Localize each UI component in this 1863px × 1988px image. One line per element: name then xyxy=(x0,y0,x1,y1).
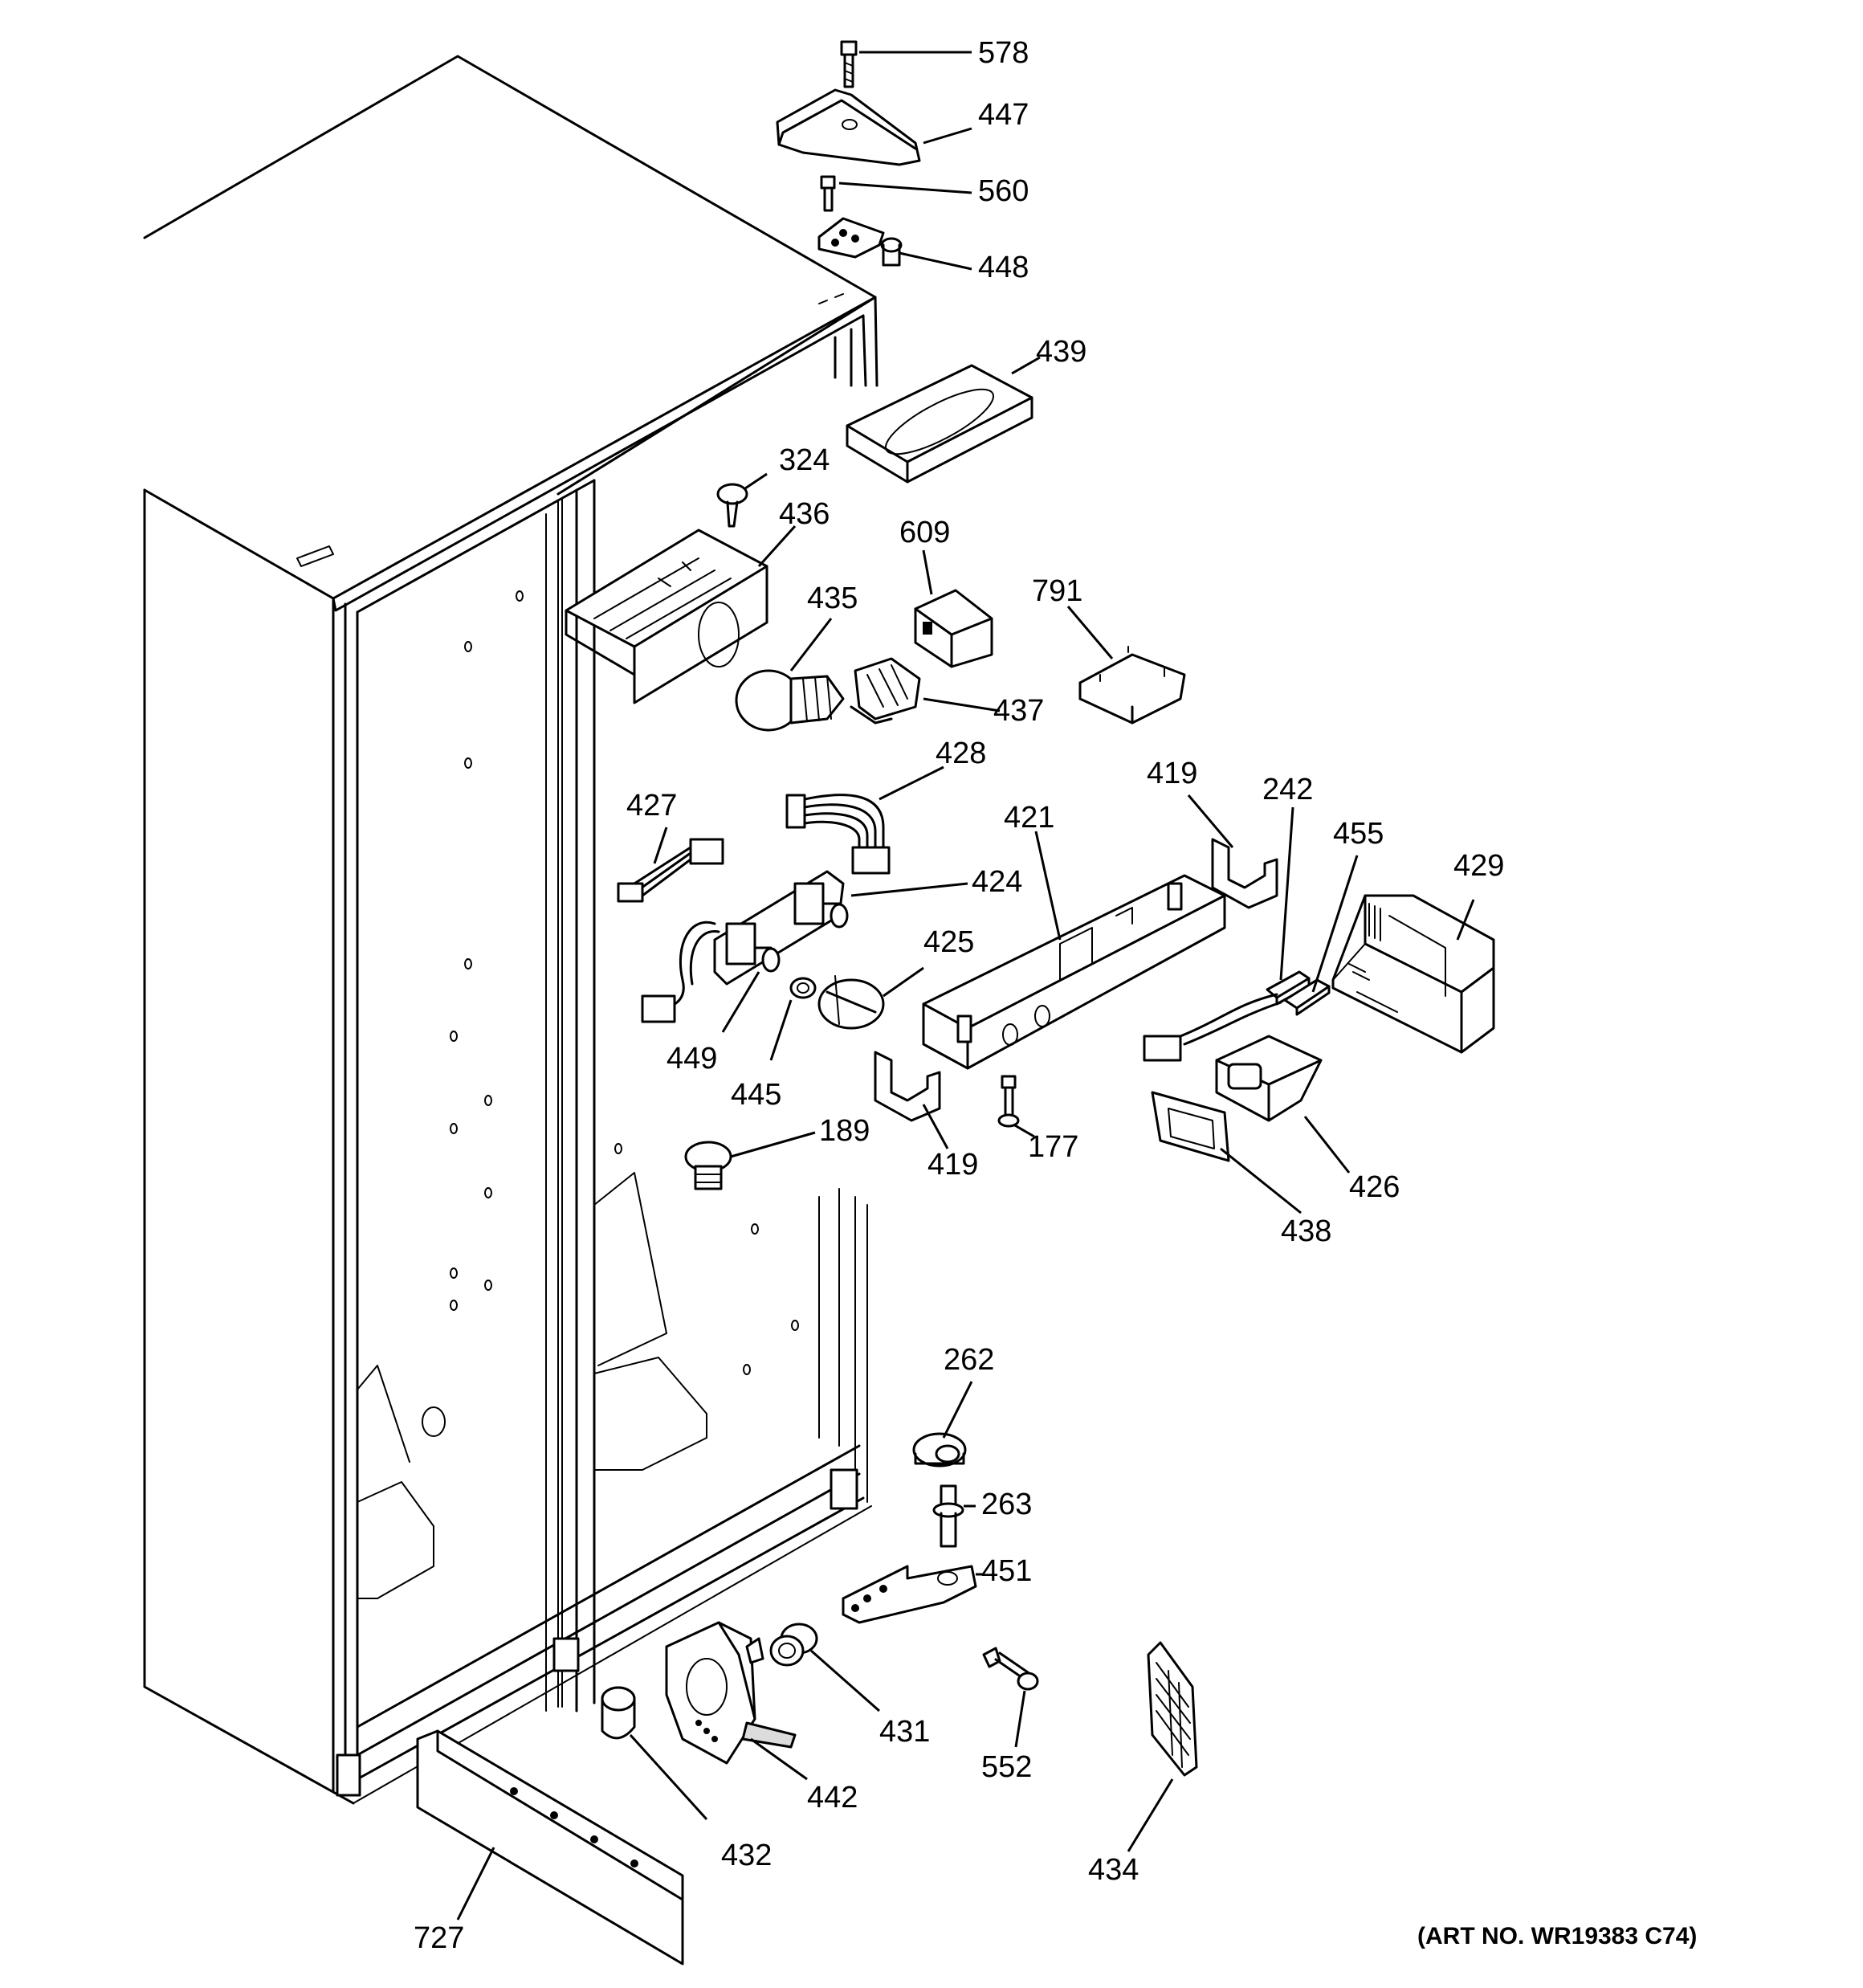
part-262-cam xyxy=(912,1432,967,1468)
label-324: 324 xyxy=(779,443,830,477)
part-426-dispenser-light-housing xyxy=(1143,993,1323,1122)
label-449: 449 xyxy=(667,1042,717,1076)
part-439-tray xyxy=(846,364,1033,484)
label-447: 447 xyxy=(978,98,1029,132)
label-434: 434 xyxy=(1088,1853,1139,1887)
part-609-switch xyxy=(914,589,993,668)
label-451: 451 xyxy=(981,1554,1032,1588)
label-424: 424 xyxy=(972,865,1022,899)
part-419-clip-bottom xyxy=(874,1051,941,1122)
part-455-thermistor xyxy=(1283,978,1331,1016)
part-451-bottom-hinge xyxy=(842,1565,977,1624)
label-242: 242 xyxy=(1262,773,1313,806)
label-427: 427 xyxy=(626,789,677,823)
part-177-screw xyxy=(997,1075,1020,1128)
part-427-wire-harness xyxy=(617,838,724,903)
part-434-grille xyxy=(1147,1641,1198,1777)
part-428-wire-harness xyxy=(785,794,891,875)
part-552-screw xyxy=(982,1647,1039,1691)
part-424-temperature-control xyxy=(641,870,849,1023)
label-419-top: 419 xyxy=(1147,757,1197,790)
label-445: 445 xyxy=(731,1078,781,1112)
label-442: 442 xyxy=(807,1781,858,1815)
label-560: 560 xyxy=(978,174,1029,208)
label-552: 552 xyxy=(981,1750,1032,1784)
label-428: 428 xyxy=(936,737,986,770)
part-437-lamp-socket xyxy=(850,657,921,725)
label-439: 439 xyxy=(1036,335,1086,369)
label-431: 431 xyxy=(879,1715,930,1749)
part-727-kickplate xyxy=(416,1729,684,1966)
part-791-cover xyxy=(1078,646,1186,725)
part-421-control-bracket xyxy=(922,874,1226,1070)
label-436: 436 xyxy=(779,497,830,531)
label-419-bottom: 419 xyxy=(927,1148,978,1182)
part-560-screw xyxy=(820,175,836,212)
label-263: 263 xyxy=(981,1488,1032,1521)
label-791: 791 xyxy=(1032,574,1082,608)
label-421: 421 xyxy=(1004,801,1054,835)
label-437: 437 xyxy=(993,694,1044,728)
label-432: 432 xyxy=(721,1839,772,1872)
part-445-bushing xyxy=(789,977,817,999)
label-429: 429 xyxy=(1453,849,1504,883)
part-263-hinge-pin xyxy=(932,1484,964,1548)
label-177: 177 xyxy=(1028,1130,1078,1164)
label-426: 426 xyxy=(1349,1170,1400,1204)
label-425: 425 xyxy=(923,925,974,959)
label-189: 189 xyxy=(819,1114,870,1148)
part-419-clip-top xyxy=(1211,838,1278,909)
part-429-dispenser-module xyxy=(1331,894,1495,1054)
part-442-damper-motor xyxy=(665,1621,797,1765)
label-578: 578 xyxy=(978,36,1029,70)
part-435-light-bulb xyxy=(735,669,845,732)
leader-lines xyxy=(456,51,1475,1921)
callout-labels: 578 447 560 448 439 324 436 609 435 791 … xyxy=(414,36,1697,1955)
cabinet-drawing xyxy=(143,55,879,1805)
part-324-push-pin xyxy=(716,483,748,528)
part-436-light-housing xyxy=(565,529,768,704)
label-609: 609 xyxy=(899,516,950,549)
label-455: 455 xyxy=(1333,817,1384,851)
label-262: 262 xyxy=(944,1343,994,1377)
label-438: 438 xyxy=(1281,1214,1331,1248)
part-438-light-lens xyxy=(1151,1091,1230,1162)
label-435: 435 xyxy=(807,582,858,615)
part-448-hinge xyxy=(817,217,903,267)
art-number: (ART NO. WR19383 C74) xyxy=(1417,1923,1697,1949)
part-447-hinge-cover xyxy=(776,88,921,166)
part-578-screw xyxy=(840,40,858,88)
label-448: 448 xyxy=(978,251,1029,284)
label-727: 727 xyxy=(414,1921,464,1955)
part-432-bushing xyxy=(601,1686,636,1740)
part-431-fitting xyxy=(769,1623,818,1667)
part-189-plug xyxy=(684,1141,732,1190)
part-425-knob xyxy=(817,975,885,1030)
